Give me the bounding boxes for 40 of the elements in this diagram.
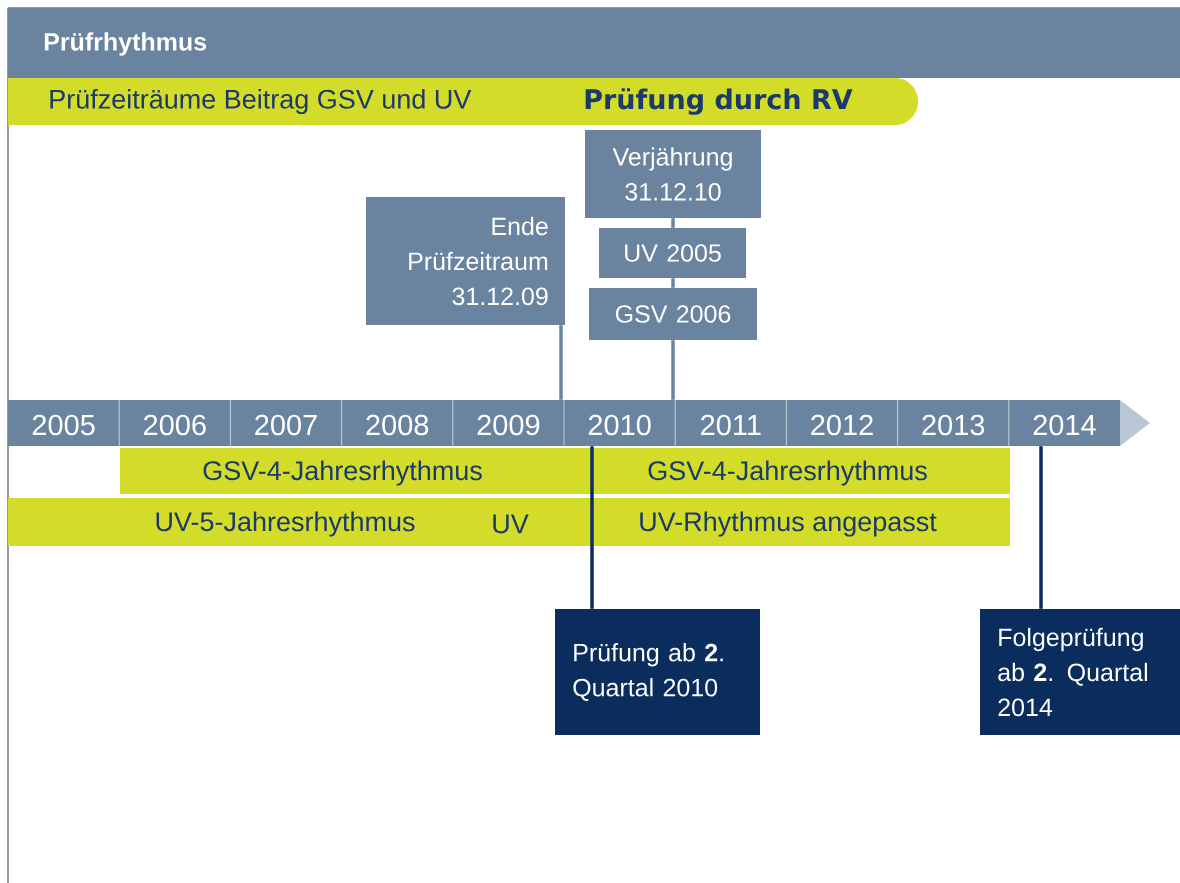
node-label: UV-5-Jahresrhythmus [156, 511, 415, 537]
node-label: UV [493, 514, 529, 534]
node-label: GSV-4-Jahresrhythmus [648, 460, 927, 486]
node-label: 2009 [477, 414, 540, 436]
heading-band: Prüfzeiträume Beitrag GSV und UV Prüfung durch RV [8, 78, 918, 125]
callout-box: Prüfung ab 2. Quartal 2010 [555, 609, 760, 735]
node-label: 2013 [922, 414, 985, 436]
year-cell: 2010 [563, 399, 676, 447]
leader-line [671, 218, 675, 228]
node-label: UV-Rhythmus angepasst [640, 511, 937, 537]
year-cell: 2011 [674, 399, 787, 447]
rhythm-bar: GSV-4-Jahresrhythmus [120, 448, 565, 494]
node-label: GSV-4-Jahresrhythmus [203, 460, 482, 486]
rhythm-bar: UV-5-Jahresrhythmus UV [8, 498, 565, 546]
node-label: 2008 [366, 414, 429, 436]
node-label: 2005 [32, 414, 95, 436]
leader-line [671, 340, 675, 400]
leader-line [1039, 446, 1043, 609]
node-label: 2007 [255, 414, 317, 436]
callout-box: Ende Prüfzeitraum 31.12.09 [366, 197, 565, 325]
year-cell: 2008 [341, 399, 453, 447]
year-cell: 2006 [118, 399, 231, 447]
year-cell: 2013 [897, 399, 1009, 447]
rhythm-bar: UV-Rhythmus angepasst [565, 498, 1010, 546]
rhythm-bar: GSV-4-Jahresrhythmus [565, 448, 1010, 494]
leader-line [590, 446, 594, 609]
year-cell: 2014 [1008, 399, 1120, 447]
leader-line [671, 278, 675, 288]
callout-box: Folgeprüfung ab 2. Quartal 2014 [980, 609, 1180, 735]
callout-box: GSV 2006 [589, 288, 757, 340]
callout-box: Verjährung 31.12.10 [585, 130, 761, 218]
node-label: 2010 [588, 414, 651, 436]
year-cell: 2007 [230, 399, 342, 447]
node-label: 2012 [811, 414, 873, 436]
year-cell: 2012 [786, 399, 898, 447]
callout-box: UV 2005 [599, 228, 746, 278]
leader-line [559, 325, 563, 400]
year-cell: 2005 [8, 400, 120, 446]
title-bar: Prüfrhythmus [8, 8, 1180, 78]
year-cell: 2009 [452, 399, 564, 447]
